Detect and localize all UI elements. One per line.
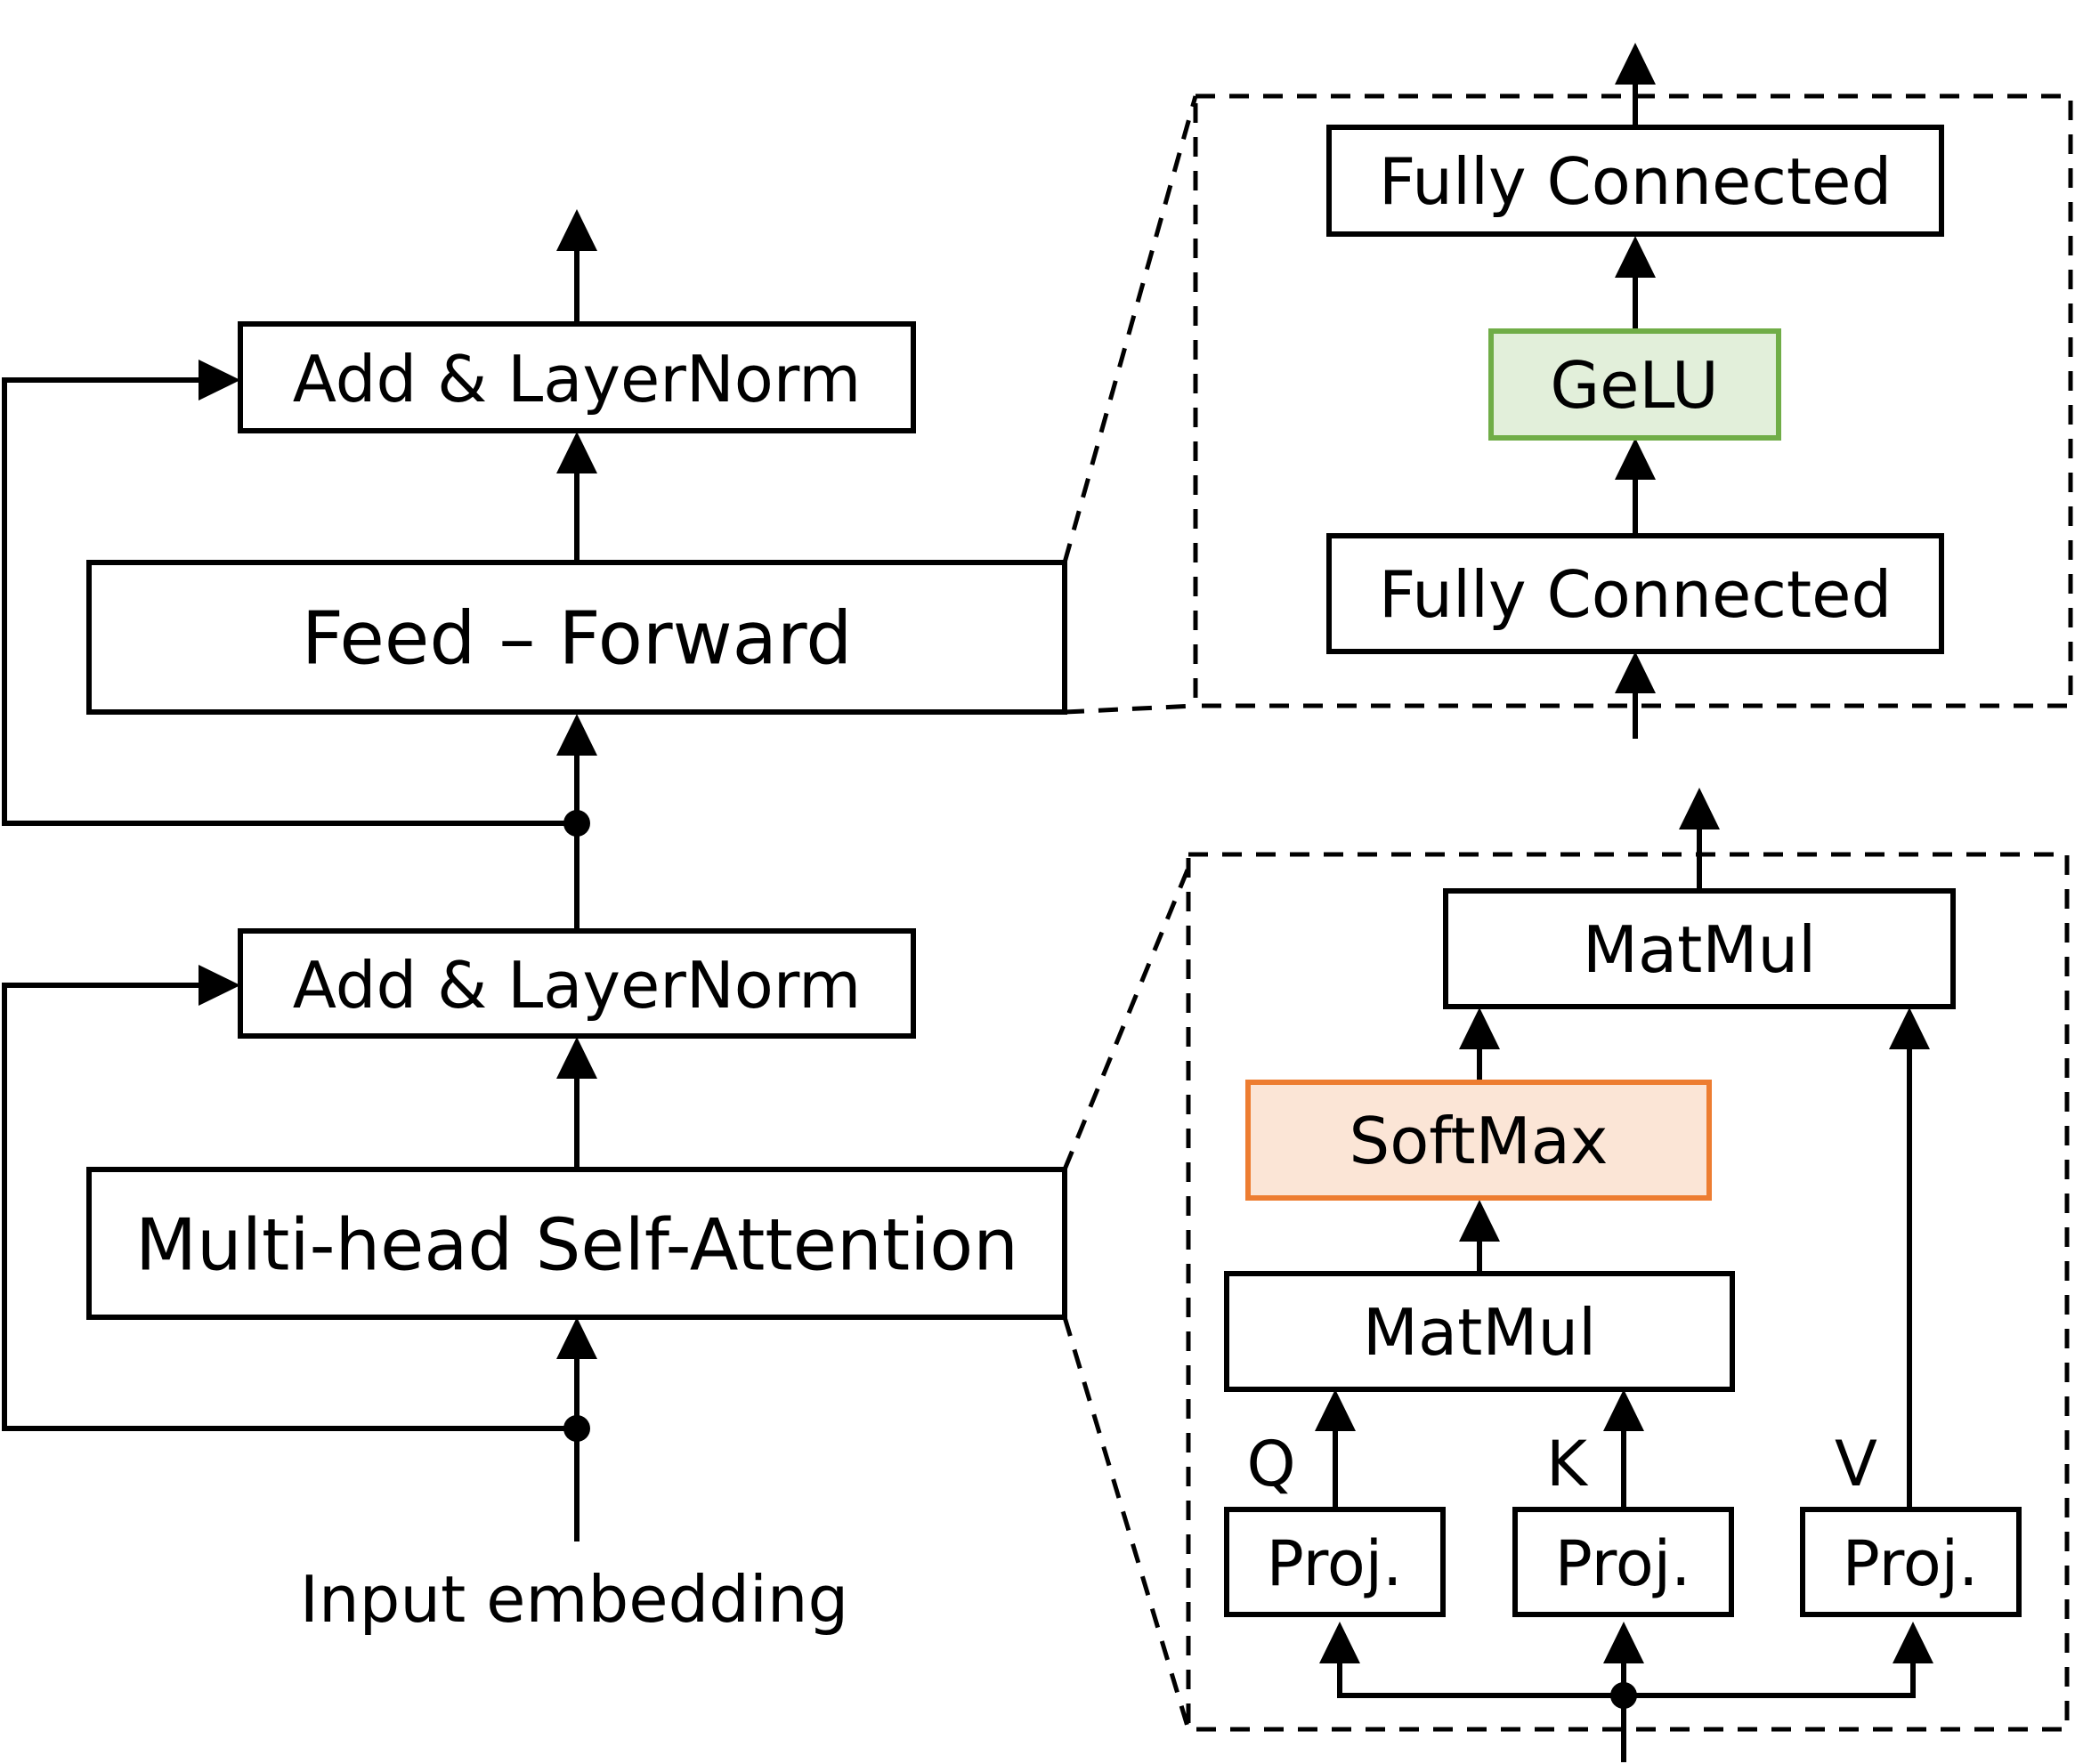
ffn-zoom-line-bottom xyxy=(1064,703,1196,715)
v-label: V xyxy=(1835,1428,1877,1501)
ffn-output-arrow-head xyxy=(1615,43,1656,85)
add-layernorm-bottom-label: Add & LayerNorm xyxy=(293,948,861,1023)
matmul-bottom-box xyxy=(1224,1271,1735,1392)
attn-output-arrow-head xyxy=(1679,788,1720,829)
residual-top-junction-dot xyxy=(563,810,590,837)
matmul-bottom-label: MatMul xyxy=(1363,1295,1596,1370)
self-attention-label: Multi-head Self-Attention xyxy=(135,1204,1018,1287)
attention-detail-panel: MatMul SoftMax MatMul Proj. Proj. Proj. … xyxy=(1186,788,2070,1762)
gelu-to-fc-head xyxy=(1615,236,1656,278)
gelu-label: GeLU xyxy=(1550,348,1718,423)
addnorm-to-ff-head xyxy=(556,714,597,756)
ffn-detail-panel: Fully Connected GeLU Fully Connected xyxy=(1193,43,2073,739)
v-to-matmul-head xyxy=(1889,1007,1930,1049)
proj-v-input-head xyxy=(1893,1622,1933,1663)
proj-q-box xyxy=(1224,1507,1446,1617)
q-to-matmul-head xyxy=(1315,1389,1356,1431)
fully-connected-top-label: Fully Connected xyxy=(1379,144,1892,219)
softmax-box xyxy=(1245,1080,1712,1201)
attn-input-junction-dot xyxy=(1610,1682,1637,1709)
proj-k-input-head xyxy=(1603,1622,1644,1663)
ffn-zoom-line-top xyxy=(1062,95,1198,563)
softmax-to-matmul-head xyxy=(1459,1007,1500,1049)
softmax-label: SoftMax xyxy=(1350,1104,1609,1178)
gelu-box xyxy=(1488,328,1781,441)
feed-forward-box xyxy=(86,560,1067,715)
attn-zoom-line-bottom xyxy=(1062,1316,1191,1730)
output-arrow-head xyxy=(556,209,597,251)
input-to-attn-head xyxy=(556,1317,597,1359)
self-attention-box xyxy=(86,1167,1067,1320)
proj-k-label: Proj. xyxy=(1555,1527,1691,1600)
ff-to-addnorm-head xyxy=(556,432,597,473)
add-layernorm-bottom-box xyxy=(238,928,916,1039)
attn-to-addnorm-head xyxy=(556,1037,597,1079)
proj-q-input-head xyxy=(1319,1622,1360,1663)
k-to-matmul-head xyxy=(1603,1389,1644,1431)
residual-connection-top xyxy=(2,377,577,826)
zoom-connectors xyxy=(1062,95,1198,1730)
residual-bottom-arrow-head xyxy=(199,965,240,1006)
proj-q-label: Proj. xyxy=(1267,1527,1403,1600)
matmul-top-box xyxy=(1443,888,1956,1009)
proj-k-box xyxy=(1512,1507,1734,1617)
q-label: Q xyxy=(1246,1428,1295,1501)
residual-top-arrow-head xyxy=(199,360,240,401)
fully-connected-bottom-label: Fully Connected xyxy=(1379,557,1892,632)
encoder-block: Add & LayerNorm Feed – Forward Add & Lay… xyxy=(2,209,1067,1637)
fc-to-gelu-head xyxy=(1615,438,1656,480)
proj-v-box xyxy=(1800,1507,2022,1617)
residual-connection-bottom xyxy=(2,983,577,1431)
attn-zoom-line-top xyxy=(1062,867,1191,1170)
proj-v-label: Proj. xyxy=(1843,1527,1979,1600)
feed-forward-label: Feed – Forward xyxy=(302,597,853,682)
input-embedding-label: Input embedding xyxy=(300,1562,849,1637)
k-label: K xyxy=(1546,1428,1589,1501)
residual-bottom-junction-dot xyxy=(563,1415,590,1442)
fully-connected-bottom-box xyxy=(1326,533,1944,654)
matmul-to-softmax-head xyxy=(1459,1200,1500,1242)
matmul-top-label: MatMul xyxy=(1583,912,1816,987)
ffn-input-arrow-head xyxy=(1615,651,1656,693)
add-layernorm-top-label: Add & LayerNorm xyxy=(293,342,861,417)
fully-connected-top-box xyxy=(1326,125,1944,237)
add-layernorm-top-box xyxy=(238,321,916,433)
